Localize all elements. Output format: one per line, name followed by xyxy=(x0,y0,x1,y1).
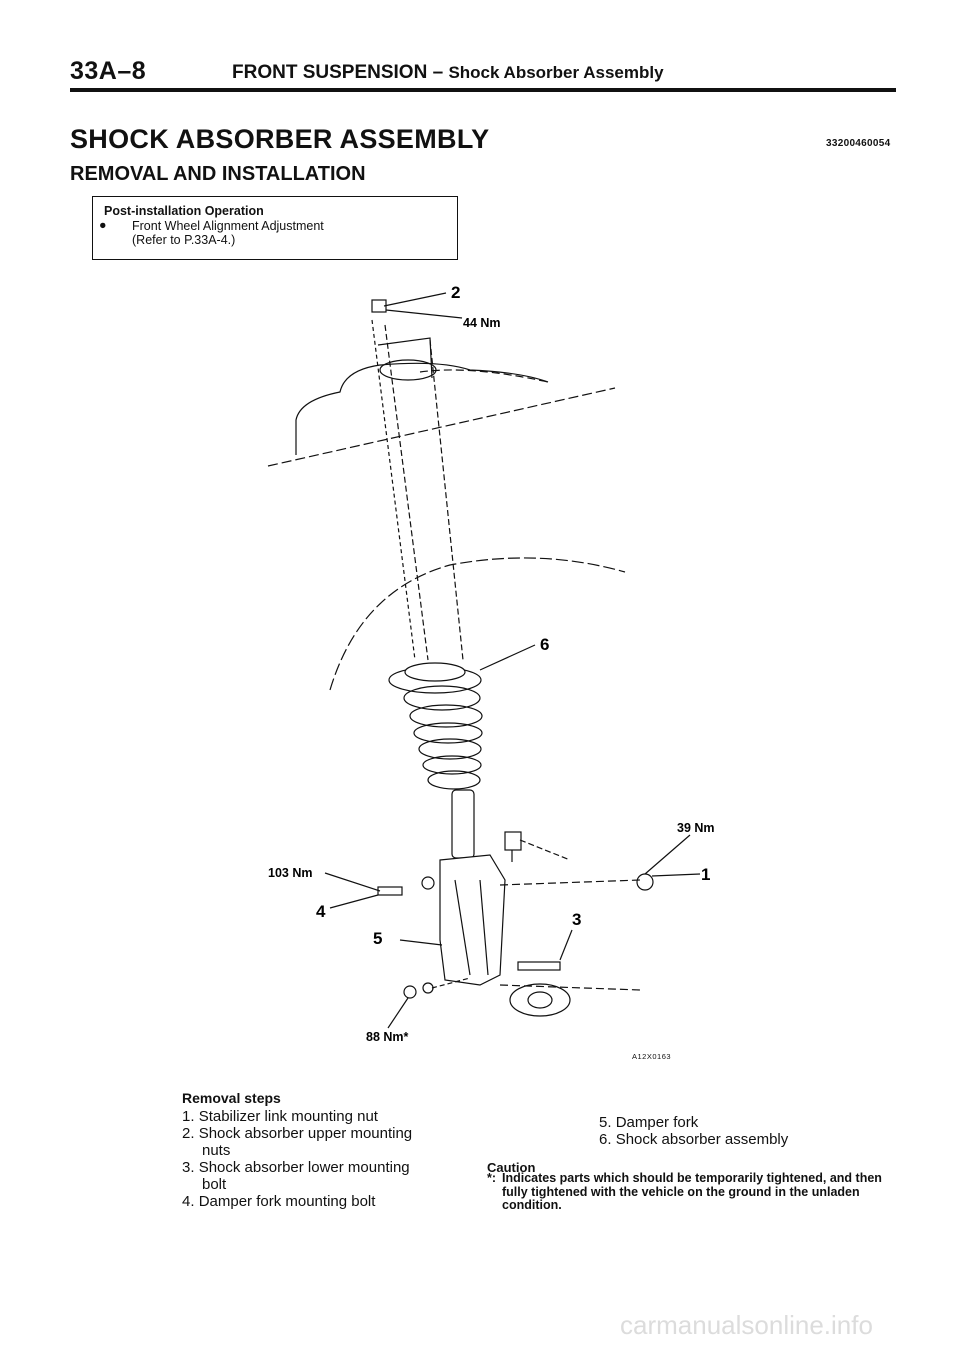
step-number: 2. xyxy=(182,1125,195,1142)
list-item: 4. Damper fork mounting bolt xyxy=(182,1193,375,1210)
step-number: 4. xyxy=(182,1193,195,1210)
step-text: Damper fork xyxy=(615,1114,699,1131)
list-item: 6. Shock absorber assembly xyxy=(599,1131,788,1148)
fender-arc xyxy=(329,557,626,691)
section-header: FRONT SUSPENSION – Shock Absorber Assemb… xyxy=(232,62,664,84)
part-number-3: 3 xyxy=(572,910,581,929)
removal-steps-title: Removal steps xyxy=(182,1090,281,1106)
post-installation-box xyxy=(92,196,458,260)
body-panel-outline xyxy=(295,362,549,455)
torque-label-2: 44 Nm xyxy=(463,316,501,330)
step-text-continued: nuts xyxy=(202,1142,231,1159)
step-text: Shock absorber lower mounting xyxy=(198,1159,410,1176)
damper-fork xyxy=(439,854,506,986)
page-subtitle: REMOVAL AND INSTALLATION xyxy=(70,163,366,185)
part-number-2: 2 xyxy=(451,283,460,302)
step-number: 5. xyxy=(599,1114,612,1131)
bolt-3 xyxy=(517,961,561,971)
caution-text: Indicates parts which should be temporar… xyxy=(502,1171,882,1212)
coil-spring xyxy=(403,685,483,790)
bullet-icon: ● xyxy=(99,218,107,232)
page-title: SHOCK ABSORBER ASSEMBLY xyxy=(70,124,490,154)
caution-note: *: Indicates parts which should be tempo… xyxy=(487,1171,907,1213)
step-text: Damper fork mounting bolt xyxy=(198,1193,376,1210)
bolt-4 xyxy=(377,886,403,896)
nut-2 xyxy=(371,299,387,313)
caution-title: Caution xyxy=(487,1160,536,1175)
step-number: 1. xyxy=(182,1108,195,1125)
list-item: 3. Shock absorber lower mounting xyxy=(182,1159,410,1176)
list-item: 1. Stabilizer link mounting nut xyxy=(182,1108,378,1125)
list-item: 5. Damper fork xyxy=(599,1114,698,1131)
torque-label-1: 39 Nm xyxy=(677,821,715,835)
section-title: FRONT SUSPENSION xyxy=(232,62,428,83)
watermark: carmanualsonline.info xyxy=(620,1310,873,1340)
part-number-5: 5 xyxy=(373,929,382,948)
list-item: 2. Shock absorber upper mounting xyxy=(182,1125,412,1142)
header-rule xyxy=(70,88,896,92)
subsection-title: Shock Absorber Assembly xyxy=(448,63,664,82)
part-number-1: 1 xyxy=(701,865,710,884)
damper-body xyxy=(451,789,475,859)
body-panel-line xyxy=(267,387,616,467)
torque-label-nut: 88 Nm* xyxy=(366,1030,409,1044)
step-text: Shock absorber upper mounting xyxy=(198,1125,413,1142)
torque-label-4: 103 Nm xyxy=(268,866,312,880)
page-code: 33A–8 xyxy=(70,57,147,85)
doc-number: 33200460054 xyxy=(826,138,891,149)
step-text-continued: bolt xyxy=(202,1176,227,1193)
figure-id: A12X0163 xyxy=(632,1052,672,1061)
step-number: 3. xyxy=(182,1159,195,1176)
section-separator: – xyxy=(432,62,444,83)
part-number-4: 4 xyxy=(316,902,326,921)
step-text: Shock absorber assembly xyxy=(615,1131,789,1148)
part-number-6: 6 xyxy=(540,635,549,654)
post-installation-item: Front Wheel Alignment Adjustment xyxy=(132,219,324,233)
step-text: Stabilizer link mounting nut xyxy=(198,1108,378,1125)
nut-1 xyxy=(636,873,654,891)
post-installation-reference: (Refer to P.33A-4.) xyxy=(132,233,236,247)
caution-mark: *: xyxy=(487,1171,497,1185)
step-number: 6. xyxy=(599,1131,612,1148)
post-installation-title: Post-installation Operation xyxy=(104,204,264,218)
